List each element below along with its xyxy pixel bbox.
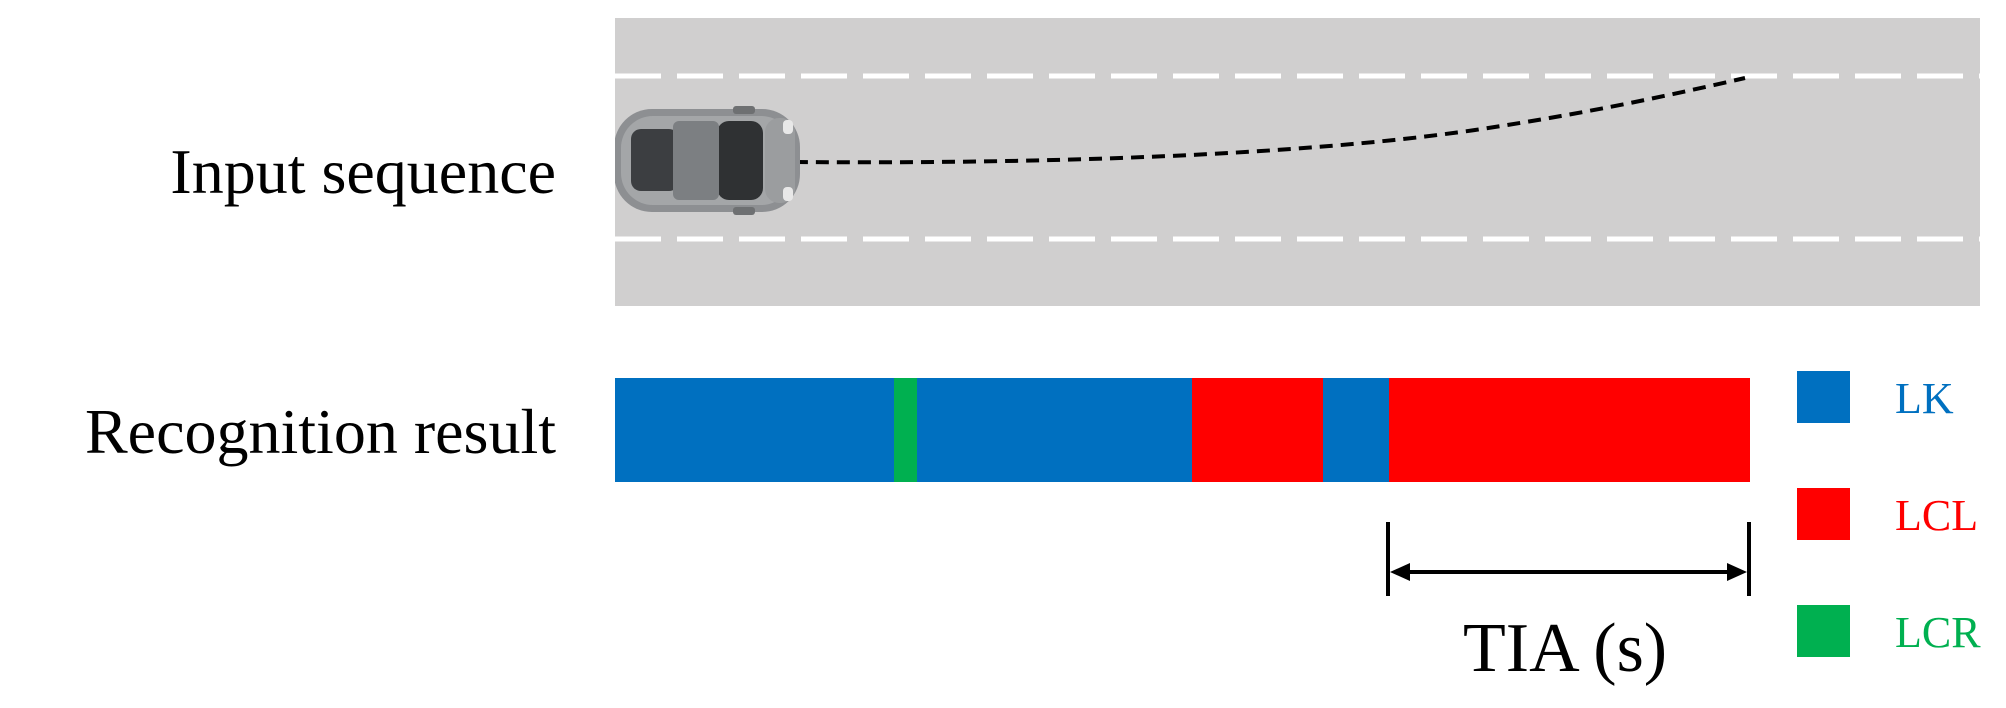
- legend-swatch-lcl: [1797, 488, 1850, 540]
- result-segment-lk-3: [917, 378, 1192, 482]
- vehicle-trajectory: [794, 76, 1746, 165]
- legend-swatch-lk: [1797, 371, 1850, 423]
- recognition-result-label: Recognition result: [84, 396, 556, 467]
- result-segment-lcr-2: [894, 378, 917, 482]
- recognition-result-bar: [615, 378, 1750, 482]
- legend-label-lk: LK: [1895, 374, 1954, 423]
- legend-label-lcl: LCL: [1895, 491, 1979, 540]
- tia-label: TIA (s): [1463, 610, 1668, 687]
- result-segment-lcl-6: [1389, 378, 1750, 482]
- result-segment-lk-1: [615, 378, 894, 482]
- result-segment-lcl-4: [1192, 378, 1323, 482]
- input-sequence-label: Input sequence: [170, 136, 556, 207]
- legend-item-lcr: LCR: [1797, 605, 1987, 657]
- legend-swatch-lcr: [1797, 605, 1850, 657]
- result-segment-lk-5: [1323, 378, 1389, 482]
- road-scene: [615, 18, 1980, 306]
- car-top-view-icon: [615, 106, 800, 215]
- legend-item-lk: LK: [1797, 371, 1987, 423]
- tia-left-arrowhead: [1390, 563, 1410, 581]
- tia-right-arrowhead: [1727, 563, 1747, 581]
- legend-item-lcl: LCL: [1797, 488, 1987, 540]
- legend-label-lcr: LCR: [1895, 608, 1981, 657]
- road-drawing: [615, 73, 1980, 242]
